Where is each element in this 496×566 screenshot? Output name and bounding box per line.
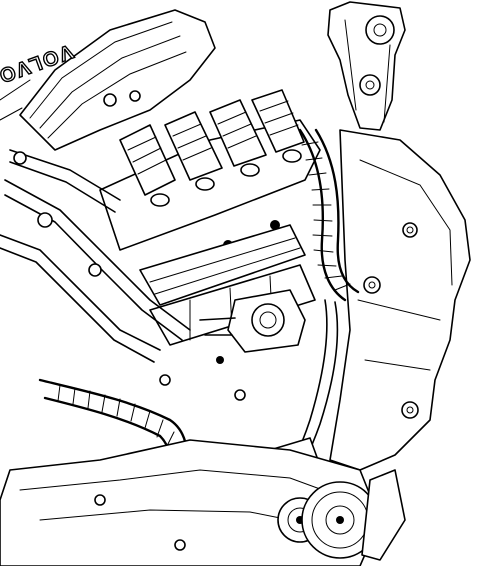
engine-block-lower bbox=[0, 439, 381, 566]
crankshaft-pulley bbox=[301, 469, 406, 561]
valve-cover-logo: VOLVO bbox=[0, 40, 76, 88]
throttle-body bbox=[199, 289, 306, 364]
timing-belt-cover bbox=[329, 129, 471, 471]
fasteners bbox=[94, 90, 418, 551]
intake-manifold bbox=[139, 224, 316, 346]
engine-mount-bracket bbox=[327, 1, 406, 131]
fuel-rail-pipes bbox=[0, 149, 191, 363]
ignition-coil-packs bbox=[99, 89, 321, 270]
